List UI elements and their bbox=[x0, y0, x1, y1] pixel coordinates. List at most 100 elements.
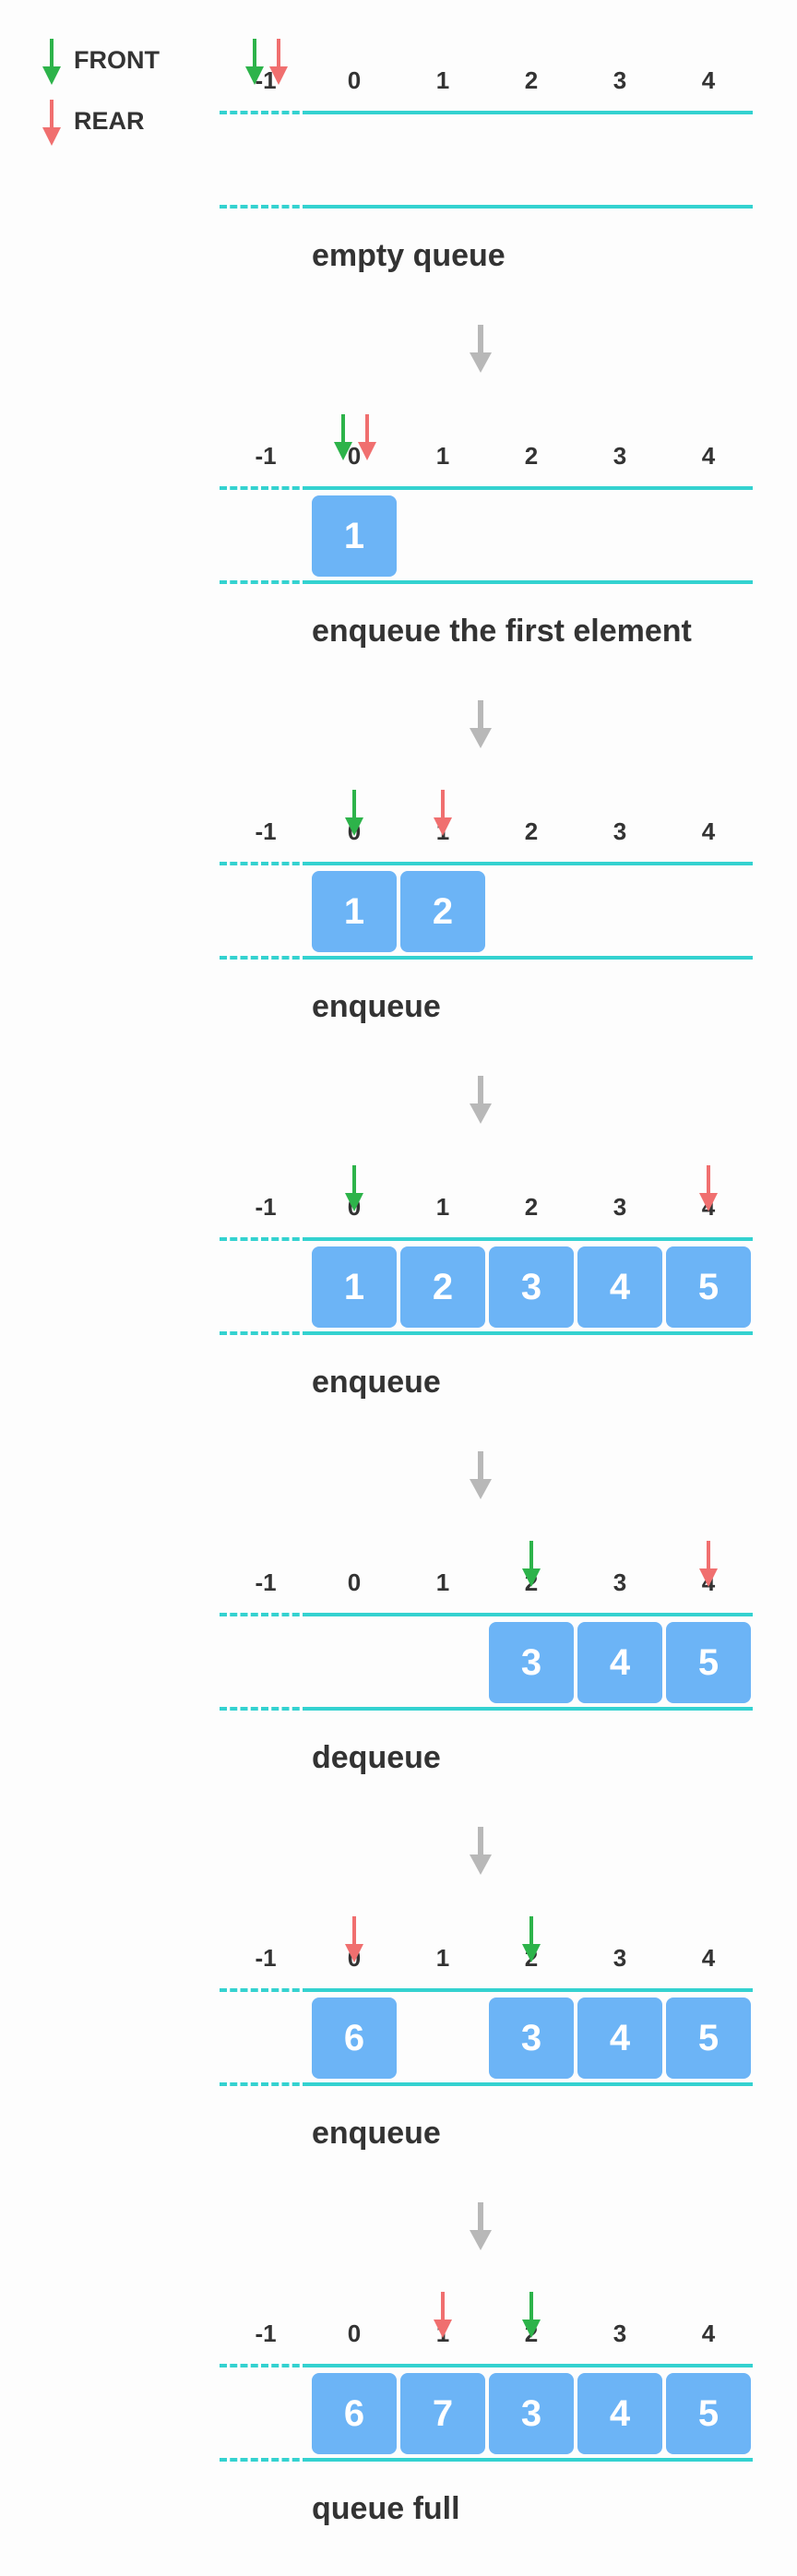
queue-boundary-line bbox=[310, 956, 753, 960]
front-pointer-icon bbox=[334, 414, 352, 460]
queue-cell: 3 bbox=[489, 1246, 574, 1328]
queue-cell: 4 bbox=[577, 1998, 662, 2079]
legend-front-label: FRONT bbox=[74, 46, 160, 74]
index-label: 1 bbox=[435, 1568, 450, 1596]
queue-boundary-dashed bbox=[220, 1331, 310, 1335]
queue-boundary-line bbox=[310, 862, 753, 865]
front-pointer-icon bbox=[345, 790, 363, 836]
index-label: 2 bbox=[524, 442, 539, 470]
stage-caption: empty queue bbox=[312, 238, 506, 273]
queue-cell: 7 bbox=[400, 2373, 485, 2454]
queue-boundary-dashed bbox=[220, 111, 310, 114]
queue-boundary-line bbox=[310, 1988, 753, 1992]
queue-boundary-dashed bbox=[220, 1988, 310, 1992]
queue-cell: 3 bbox=[489, 2373, 574, 2454]
rear-pointer-icon bbox=[358, 414, 376, 460]
rear-pointer-icon bbox=[434, 790, 452, 836]
front-pointer-icon bbox=[522, 2292, 541, 2338]
queue-boundary-line bbox=[310, 580, 753, 584]
stage-caption: queue full bbox=[312, 2491, 460, 2526]
index-label: 3 bbox=[613, 66, 627, 94]
queue-boundary-dashed bbox=[220, 1613, 310, 1616]
index-label: 3 bbox=[613, 1944, 627, 1972]
stage-caption: enqueue bbox=[312, 1365, 441, 1400]
index-label: 3 bbox=[613, 1568, 627, 1596]
index-label: 0 bbox=[347, 66, 362, 94]
queue-cell: 3 bbox=[489, 1998, 574, 2079]
queue-cell: 1 bbox=[312, 495, 397, 577]
stage-caption: dequeue bbox=[312, 1740, 441, 1775]
front-arrow-icon bbox=[42, 39, 61, 85]
queue-boundary-dashed bbox=[220, 2458, 310, 2462]
queue-stage: -10123467345queue full bbox=[0, 2262, 797, 2539]
queue-boundary-dashed bbox=[220, 1237, 310, 1241]
flow-arrow-icon bbox=[470, 325, 492, 373]
rear-pointer-icon bbox=[345, 1916, 363, 1962]
rear-pointer-icon bbox=[699, 1165, 718, 1211]
index-label: 4 bbox=[701, 2320, 716, 2347]
index-label: 0 bbox=[347, 2320, 362, 2347]
queue-boundary-dashed bbox=[220, 486, 310, 490]
queue-boundary-line bbox=[310, 2458, 753, 2462]
queue-cell: 2 bbox=[400, 1246, 485, 1328]
queue-boundary-dashed bbox=[220, 956, 310, 960]
index-label: 3 bbox=[613, 442, 627, 470]
queue-stage: -101234345dequeue bbox=[0, 1511, 797, 1788]
front-pointer-icon bbox=[522, 1541, 541, 1587]
front-pointer-icon bbox=[345, 1165, 363, 1211]
queue-cell: 5 bbox=[666, 1246, 751, 1328]
queue-cell: 6 bbox=[312, 2373, 397, 2454]
queue-boundary-line bbox=[310, 1331, 753, 1335]
index-label: 2 bbox=[524, 1193, 539, 1221]
queue-stage: -10123412enqueue bbox=[0, 760, 797, 1037]
queue-boundary-line bbox=[310, 1237, 753, 1241]
legend-rear-label: REAR bbox=[74, 107, 145, 135]
rear-pointer-icon bbox=[699, 1541, 718, 1587]
index-label: -1 bbox=[255, 1944, 277, 1972]
flow-arrow-icon bbox=[470, 1451, 492, 1499]
front-pointer-icon bbox=[245, 39, 264, 85]
queue-boundary-line bbox=[310, 2082, 753, 2086]
index-label: 4 bbox=[701, 817, 716, 845]
queue-boundary-line bbox=[310, 1613, 753, 1616]
queue-boundary-line bbox=[310, 486, 753, 490]
index-label: -1 bbox=[255, 2320, 277, 2347]
queue-boundary-line bbox=[310, 205, 753, 209]
rear-pointer-icon bbox=[269, 39, 288, 85]
queue-cell: 3 bbox=[489, 1622, 574, 1703]
index-label: -1 bbox=[255, 1568, 277, 1596]
rear-pointer-icon bbox=[434, 2292, 452, 2338]
queue-boundary-dashed bbox=[220, 2082, 310, 2086]
index-label: -1 bbox=[255, 1193, 277, 1221]
index-label: 4 bbox=[701, 66, 716, 94]
flow-arrow-icon bbox=[470, 1076, 492, 1124]
flow-arrow-icon bbox=[470, 1827, 492, 1875]
index-label: -1 bbox=[255, 442, 277, 470]
queue-cell: 6 bbox=[312, 1998, 397, 2079]
queue-cell: 1 bbox=[312, 871, 397, 952]
index-label: 2 bbox=[524, 817, 539, 845]
index-label: 1 bbox=[435, 1944, 450, 1972]
stage-caption: enqueue bbox=[312, 989, 441, 1024]
index-label: -1 bbox=[255, 817, 277, 845]
queue-cell: 4 bbox=[577, 1246, 662, 1328]
queue-cell: 4 bbox=[577, 1622, 662, 1703]
queue-boundary-dashed bbox=[220, 862, 310, 865]
queue-stage: -1012346345enqueue bbox=[0, 1887, 797, 2164]
index-label: 3 bbox=[613, 817, 627, 845]
queue-boundary-dashed bbox=[220, 2364, 310, 2367]
flow-arrow-icon bbox=[470, 2202, 492, 2250]
index-label: 0 bbox=[347, 442, 362, 470]
queue-boundary-dashed bbox=[220, 205, 310, 209]
index-label: 4 bbox=[701, 442, 716, 470]
index-label: 1 bbox=[435, 1193, 450, 1221]
index-label: 4 bbox=[701, 1944, 716, 1972]
queue-boundary-dashed bbox=[220, 580, 310, 584]
queue-boundary-line bbox=[310, 111, 753, 114]
queue-boundary-line bbox=[310, 1707, 753, 1711]
queue-cell: 5 bbox=[666, 1622, 751, 1703]
queue-boundary-line bbox=[310, 2364, 753, 2367]
rear-arrow-icon bbox=[42, 100, 61, 146]
flow-arrow-icon bbox=[470, 700, 492, 748]
